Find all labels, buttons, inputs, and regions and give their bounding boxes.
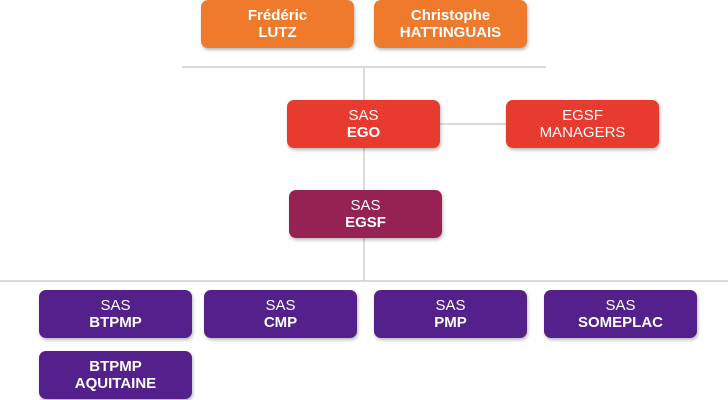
company-name-label: EGSF [345, 214, 386, 231]
company-form-label: SAS [350, 197, 381, 214]
managers-line2-label: MANAGERS [539, 124, 626, 141]
company-form-label: SAS [348, 107, 379, 124]
company-form-label: SAS [100, 297, 131, 314]
company-name-label: CMP [263, 314, 298, 331]
shareholder-first-name: Frédéric [247, 7, 308, 24]
intermediate-sas-egsf: SAS EGSF [289, 190, 442, 238]
company-name-label: EGO [346, 124, 381, 141]
company-name-label: PMP [434, 314, 467, 331]
company-form-label: SAS [605, 297, 636, 314]
shareholder-last-name: HATTINGUAIS [399, 24, 502, 41]
shareholder-christophe-hattinguais: Christophe HATTINGUAIS [374, 0, 527, 48]
company-name-label: SOMEPLAC [577, 314, 663, 331]
subsidiary-sas-someplac: SAS SOMEPLAC [544, 290, 697, 338]
egsf-managers-box: EGSF MANAGERS [506, 100, 659, 148]
subsidiary-sas-pmp: SAS PMP [374, 290, 527, 338]
company-form-label: SAS [435, 297, 466, 314]
holding-sas-ego: SAS EGO [287, 100, 440, 148]
subsidiary-sas-btpmp: SAS BTPMP [39, 290, 192, 338]
subsidiary-sas-cmp: SAS CMP [204, 290, 357, 338]
managers-line1-label: EGSF [562, 107, 603, 124]
company-form-label: SAS [265, 297, 296, 314]
company-region-label: AQUITAINE [74, 375, 157, 392]
shareholder-last-name: LUTZ [258, 24, 297, 41]
shareholder-first-name: Christophe [410, 7, 491, 24]
company-name-label: BTPMP [89, 314, 142, 331]
company-name-label: BTPMP [89, 358, 142, 375]
subsidiary-btpmp-aquitaine: BTPMP AQUITAINE [39, 351, 192, 399]
shareholder-frederic-lutz: Frédéric LUTZ [201, 0, 354, 48]
